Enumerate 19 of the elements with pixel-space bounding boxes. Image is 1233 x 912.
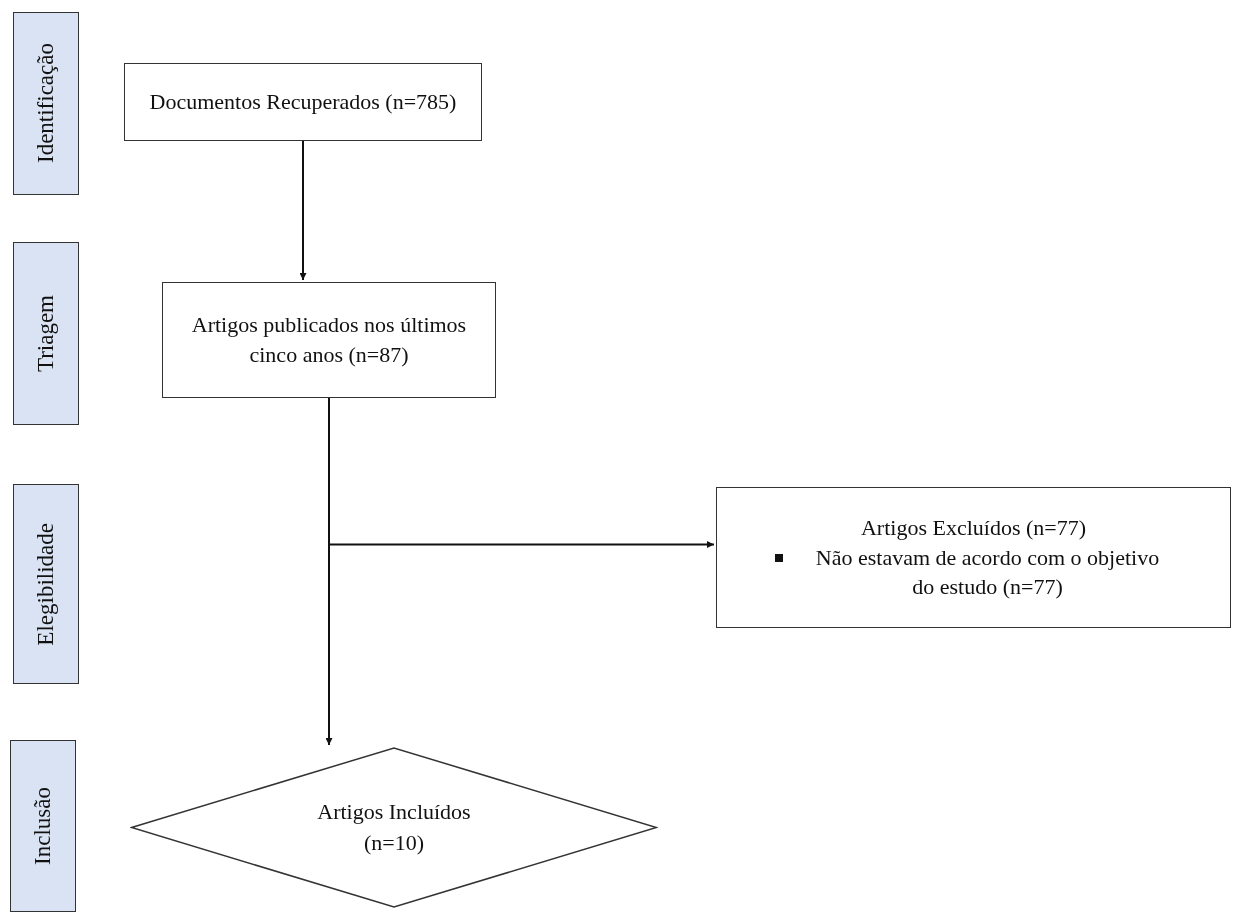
stage-label: Elegibilidade bbox=[33, 522, 59, 646]
arrow bbox=[299, 140, 307, 281]
arrow bbox=[325, 397, 333, 746]
bullet-text: Não estavam de acordo com o objetivo do estudo (n=77) bbox=[814, 543, 1161, 602]
decision-diamond bbox=[130, 747, 658, 908]
stage-label: Inclusão bbox=[30, 787, 56, 865]
stage-label: Identificação bbox=[33, 43, 59, 164]
stage-label-bar bbox=[13, 242, 79, 425]
stage-label: Triagem bbox=[33, 294, 59, 373]
process-box bbox=[162, 282, 496, 398]
process-box bbox=[716, 487, 1231, 628]
box-text: Documentos Recuperados (n=785) bbox=[149, 88, 457, 117]
box-text: Artigos Incluídos (n=10) bbox=[316, 797, 472, 857]
stage-label-bar bbox=[10, 740, 76, 912]
stage-label-bar bbox=[13, 12, 79, 195]
box-heading: Artigos Excluídos (n=77) bbox=[860, 513, 1087, 542]
box-text: Artigos publicados nos últimos cinco anos (n=87) bbox=[190, 311, 468, 369]
stage-label-bar bbox=[13, 484, 79, 684]
process-box bbox=[124, 63, 482, 141]
